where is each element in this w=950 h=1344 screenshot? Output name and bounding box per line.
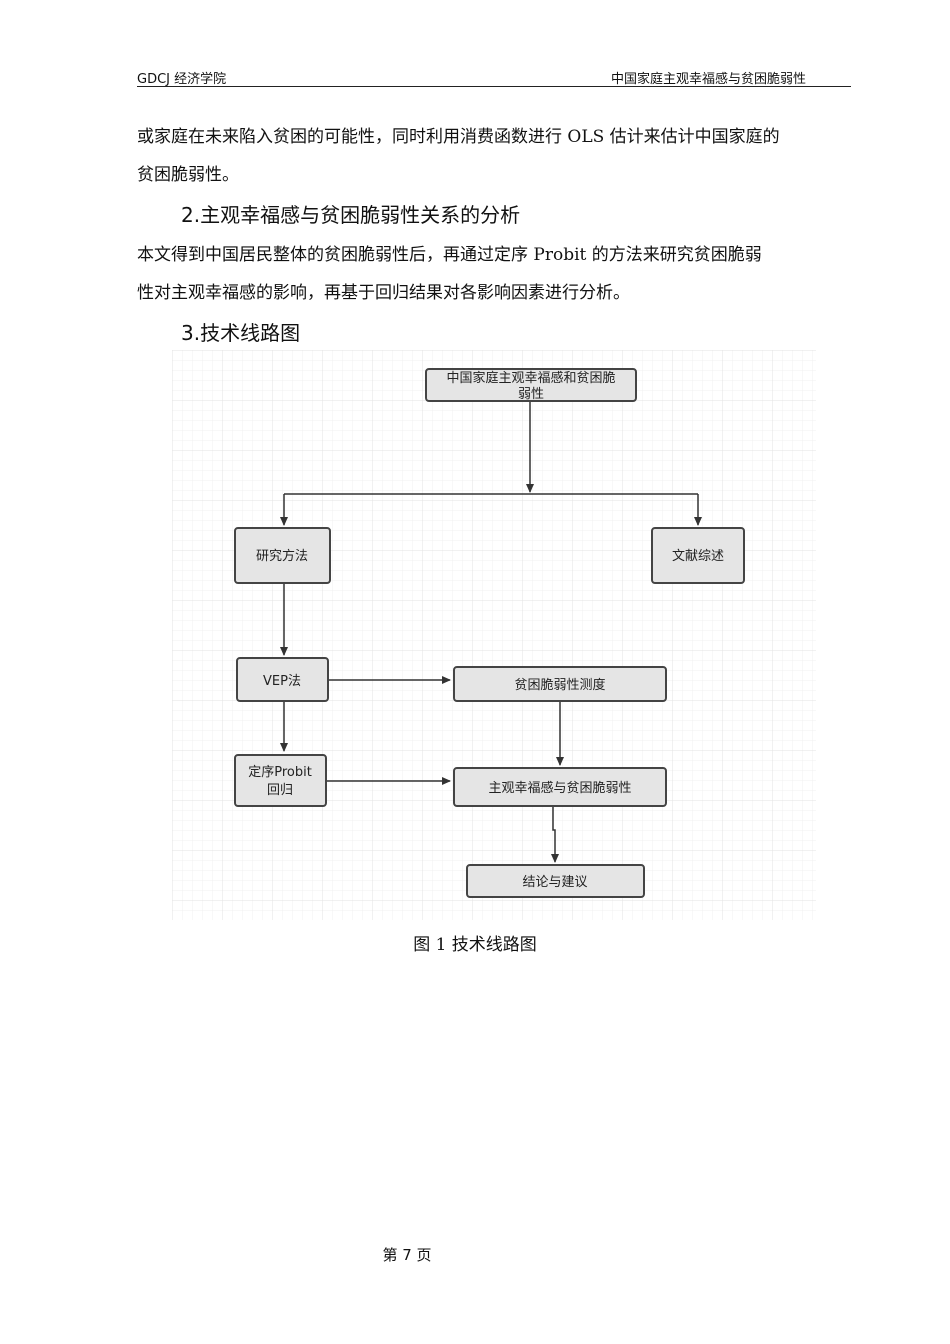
node-method: 研究方法 — [234, 527, 331, 584]
node-relation-label: 主观幸福感与贫困脆弱性 — [488, 780, 631, 796]
diagram-canvas: 中国家庭主观幸福感和贫困脆 弱性 研究方法 文献综述 VEP法 贫困脆弱性测度 … — [172, 350, 816, 920]
intro-paragraph: 或家庭在未来陷入贫困的可能性，同时利用消费函数进行 OLS 估计来估计中国家庭的… — [137, 118, 851, 194]
node-measure: 贫困脆弱性测度 — [453, 666, 667, 702]
node-vep: VEP法 — [236, 657, 329, 702]
node-literature: 文献综述 — [651, 527, 745, 584]
section-2-line-2: 性对主观幸福感的影响，再基于回归结果对各影响因素进行分析。 — [137, 283, 630, 303]
page-header: GDCJ 经济学院 中国家庭主观幸福感与贫困脆弱性 — [137, 64, 851, 87]
node-probit-line-1: 定序Probit — [248, 765, 312, 780]
node-root: 中国家庭主观幸福感和贫困脆 弱性 — [425, 368, 637, 402]
node-root-line-1: 中国家庭主观幸福感和贫困脆 — [446, 370, 615, 386]
arrow-relation-to-conclusion — [551, 806, 559, 863]
node-literature-label: 文献综述 — [672, 549, 724, 564]
section-2-heading: 2.主观幸福感与贫困脆弱性关系的分析 — [181, 203, 521, 227]
header-title: 中国家庭主观幸福感与贫困脆弱性 — [610, 72, 806, 87]
technical-route-diagram: 中国家庭主观幸福感和贫困脆 弱性 研究方法 文献综述 VEP法 贫困脆弱性测度 … — [172, 350, 816, 920]
node-measure-label: 贫困脆弱性测度 — [514, 677, 605, 693]
section-2-paragraph: 本文得到中国居民整体的贫困脆弱性后，再通过定序 Probit 的方法来研究贫困脆… — [137, 236, 851, 312]
node-root-line-2: 弱性 — [518, 387, 544, 402]
node-conclusion: 结论与建议 — [466, 864, 645, 898]
node-relation: 主观幸福感与贫困脆弱性 — [453, 767, 667, 807]
section-3-heading: 3.技术线路图 — [181, 321, 301, 345]
node-probit-line-2: 回归 — [267, 783, 293, 798]
page-number: 第 7 页 — [382, 1246, 432, 1264]
figure-caption: 图 1 技术线路图 — [413, 935, 537, 955]
connectors — [280, 402, 702, 863]
grid-background — [172, 350, 816, 920]
intro-line-2: 贫困脆弱性。 — [137, 165, 239, 185]
header-left: GDCJ 经济学院 — [137, 72, 227, 87]
intro-line-1: 或家庭在未来陷入贫困的可能性，同时利用消费函数进行 OLS 估计来估计中国家庭的 — [137, 127, 780, 147]
node-method-label: 研究方法 — [256, 548, 308, 564]
section-2-line-1: 本文得到中国居民整体的贫困脆弱性后，再通过定序 Probit 的方法来研究贫困脆… — [137, 245, 762, 265]
node-vep-label: VEP法 — [263, 674, 301, 689]
node-probit: 定序Probit 回归 — [234, 754, 327, 807]
node-conclusion-label: 结论与建议 — [522, 875, 587, 890]
